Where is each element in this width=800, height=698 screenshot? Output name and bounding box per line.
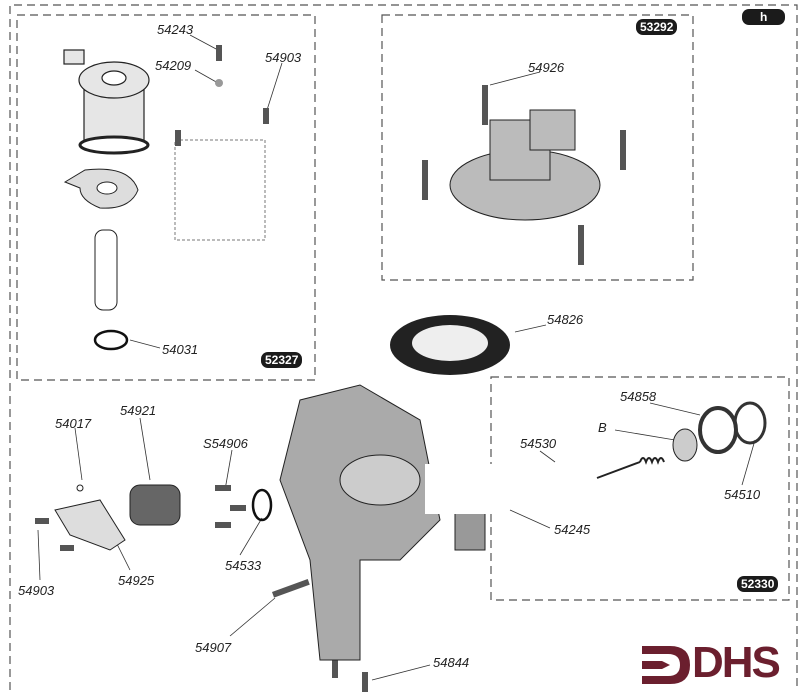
leader-lines	[37, 34, 756, 681]
label-54031: 54031	[162, 342, 199, 357]
box-53292	[381, 14, 694, 281]
label-54243: 54243	[157, 22, 194, 37]
label-54858: 54858	[620, 389, 657, 404]
small-o-ring	[76, 484, 84, 492]
screws	[35, 45, 626, 692]
seal-ring	[698, 406, 738, 454]
box-52327	[16, 14, 316, 381]
badge-page-marker: h	[742, 9, 786, 25]
outer-dashed-border	[9, 4, 798, 690]
label-54921: 54921	[120, 403, 157, 418]
label-54245: 54245	[554, 522, 591, 537]
label-54907: 54907	[195, 640, 232, 655]
plunger	[94, 229, 118, 311]
label-54925: 54925	[118, 573, 155, 588]
label-54533: 54533	[225, 558, 262, 573]
label-54926: 54926	[528, 60, 565, 75]
label-b: B	[598, 420, 607, 435]
coil-frame	[174, 139, 266, 241]
label-s54906: S54906	[203, 436, 248, 451]
label-54903-bottom: 54903	[18, 583, 55, 598]
label-54903-top: 54903	[265, 50, 302, 65]
solenoid-coil	[63, 49, 150, 155]
badge-52327: 52327	[261, 352, 303, 368]
label-54209: 54209	[155, 58, 192, 73]
label-54530: 54530	[520, 436, 557, 451]
badge-53292: 53292	[636, 19, 678, 35]
dhs-logo: DHS	[640, 638, 785, 688]
label-54510: 54510	[724, 487, 761, 502]
badge-52330: 52330	[737, 576, 779, 592]
arrow-logo-icon	[642, 646, 690, 684]
filter	[129, 484, 181, 526]
logo-text: DHS	[692, 638, 781, 687]
label-54844: 54844	[433, 655, 470, 670]
spring	[639, 457, 665, 465]
label-54826: 54826	[547, 312, 584, 327]
regulator-cover	[449, 109, 601, 221]
label-54017: 54017	[55, 416, 92, 431]
bracket	[54, 499, 126, 551]
valve-body	[279, 384, 486, 661]
valve-rod	[596, 461, 641, 479]
outer-ring	[733, 401, 767, 445]
o-ring-54533	[251, 488, 273, 522]
o-ring-54031	[93, 329, 129, 351]
valve-b	[672, 428, 698, 462]
